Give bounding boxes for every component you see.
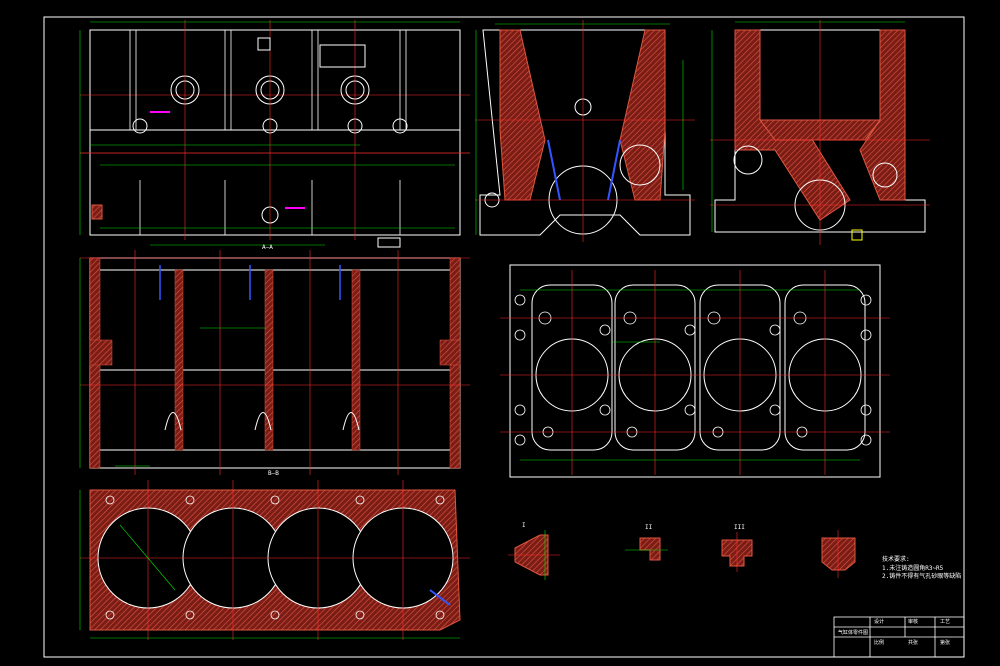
title-block-cell-scale: 比例 [874, 640, 885, 646]
title-block-grid [833, 616, 965, 658]
section-view-a [475, 20, 695, 242]
title-block-cell-design: 设计 [874, 619, 885, 625]
detail-view-1 [508, 530, 560, 580]
title-block-cell-review: 审核 [908, 619, 919, 625]
front-view [79, 20, 470, 240]
view-label-detail-2: II [645, 524, 653, 531]
outer-border [43, 16, 965, 658]
technical-notes-line-1: 1.未注铸造圆角R3~R5 [882, 565, 944, 572]
longitudinal-section [79, 237, 470, 475]
title-block-part-name: 气缸体零件图 [838, 630, 869, 636]
title-block-cell-total-sheets: 共张 [908, 640, 919, 646]
section-view-b [710, 20, 930, 245]
technical-notes-line-2: 2.铸件不得有气孔砂眼等缺陷 [882, 573, 962, 580]
bottom-section [79, 480, 470, 640]
view-label-detail-3: III [734, 524, 745, 531]
detail-view-2 [625, 537, 668, 561]
title-block-cell-sheet-no: 第张 [940, 640, 951, 646]
detail-view-4 [821, 530, 856, 578]
top-view [500, 264, 890, 478]
technical-notes-heading: 技术要求: [882, 556, 910, 563]
view-label-detail-1: I [522, 522, 526, 529]
detail-view-3 [721, 532, 753, 572]
title-block-cell-process: 工艺 [940, 619, 951, 625]
view-label-section-b: B—B [268, 470, 279, 477]
view-label-section-a: A—A [262, 244, 273, 251]
